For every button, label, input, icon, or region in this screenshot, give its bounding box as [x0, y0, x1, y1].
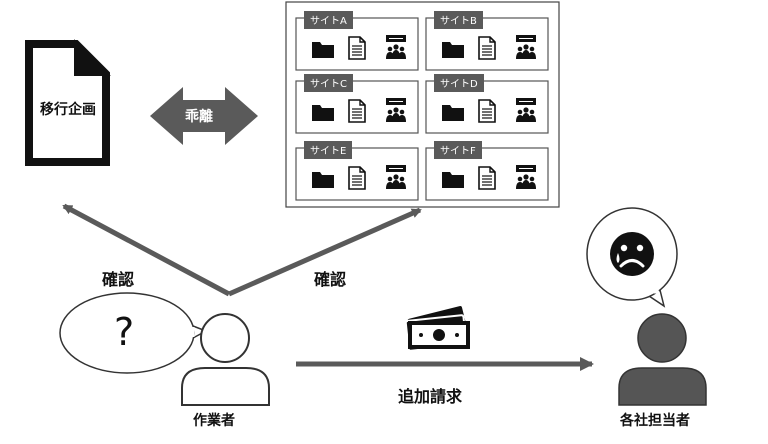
gap-double-arrow — [150, 87, 258, 145]
file-icon — [478, 99, 496, 123]
site-name-tag: サイトD — [434, 74, 484, 92]
gap-label: 乖離 — [185, 109, 213, 125]
contractor-person-icon — [618, 313, 707, 406]
site-box — [295, 147, 419, 201]
confirm-arrow-left — [62, 203, 231, 297]
confirm-label-left: 確認 — [102, 270, 135, 289]
site-name-tag: サイトB — [434, 11, 483, 29]
team-icon — [516, 35, 536, 59]
worker-person-icon — [181, 313, 270, 406]
worker-label: 作業者 — [193, 413, 235, 429]
folder-icon — [312, 172, 334, 188]
confirm-label-right: 確認 — [314, 270, 347, 289]
sad-face-icon — [610, 232, 654, 276]
file-icon — [348, 166, 366, 190]
request-label: 追加請求 — [398, 387, 463, 406]
team-icon — [386, 35, 406, 59]
site-name-tag: サイトE — [304, 141, 353, 159]
site-name-tag: サイトA — [304, 11, 353, 29]
folder-icon — [312, 42, 334, 58]
folder-icon — [312, 105, 334, 121]
team-icon — [516, 98, 536, 122]
worker-thought-bubble — [59, 292, 208, 374]
money-icon — [404, 306, 470, 352]
site-box — [425, 17, 549, 71]
site-box — [425, 147, 549, 201]
team-icon — [386, 165, 406, 189]
folder-icon — [442, 105, 464, 121]
team-icon — [386, 98, 406, 122]
confirm-arrow-right — [227, 207, 422, 297]
site-name-tag: サイトF — [434, 141, 482, 159]
file-icon — [478, 166, 496, 190]
migration-plan-label: 移行企画 — [40, 102, 96, 118]
question-mark-icon: ? — [114, 310, 135, 354]
file-icon — [478, 36, 496, 60]
team-icon — [516, 165, 536, 189]
site-name-tag: サイトC — [304, 74, 353, 92]
contractor-label: 各社担当者 — [620, 413, 690, 429]
folder-icon — [442, 172, 464, 188]
file-icon — [348, 36, 366, 60]
document-icon — [25, 39, 111, 166]
file-icon — [348, 99, 366, 123]
folder-icon — [442, 42, 464, 58]
